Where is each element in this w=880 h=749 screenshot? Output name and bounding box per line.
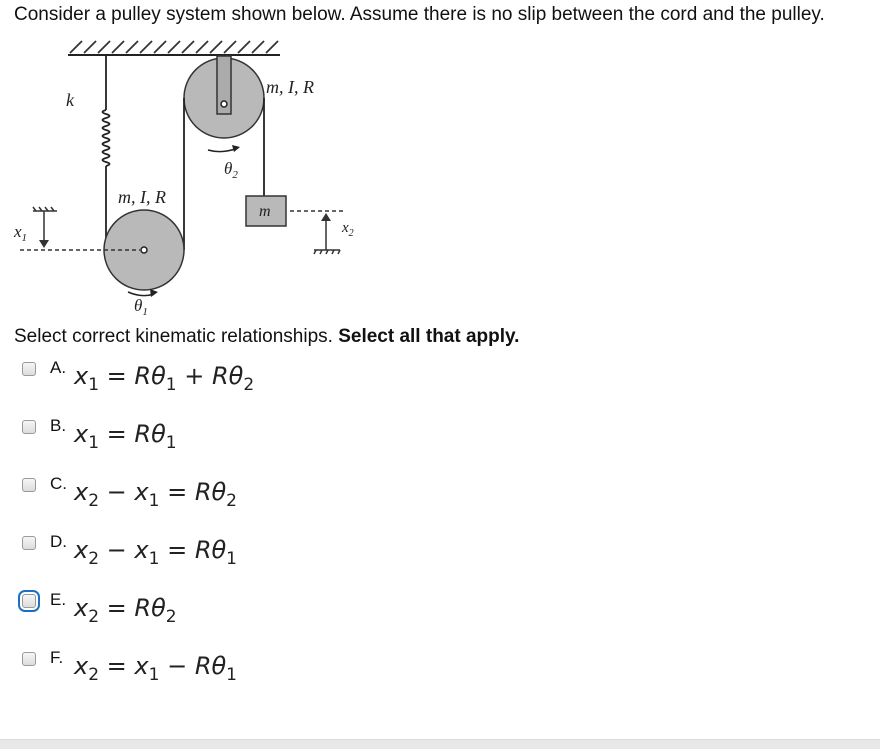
option-f-equation: x2 = x1 − Rθ1 xyxy=(74,652,237,685)
x2-indicator xyxy=(313,213,341,255)
option-f-checkbox[interactable] xyxy=(22,652,36,666)
option-c-letter: C. xyxy=(50,474,67,493)
option-e-checkbox[interactable] xyxy=(18,590,40,612)
theta2-rotation-arrow xyxy=(207,145,240,153)
option-d-equation: x2 − x1 = Rθ1 xyxy=(74,536,237,569)
lower-pulley-label: m, I, R xyxy=(118,187,166,207)
theta1-label: θ1 xyxy=(134,296,148,318)
question-intro: Consider a pulley system shown below. As… xyxy=(14,4,825,25)
option-e-equation: x2 = Rθ2 xyxy=(74,594,177,627)
spring-label: k xyxy=(66,90,75,110)
theta1-rotation-arrow xyxy=(127,289,158,297)
option-b-letter: B. xyxy=(50,416,67,435)
option-f-letter: F. xyxy=(50,648,64,667)
question-prompt: Select correct kinematic relationships. … xyxy=(14,326,519,348)
mass-block xyxy=(245,195,287,227)
option-a-checkbox[interactable] xyxy=(22,362,36,376)
x2-label: x2 xyxy=(341,220,354,239)
option-a-equation: x1 = Rθ1 + Rθ2 xyxy=(74,362,255,395)
option-c-checkbox[interactable] xyxy=(22,478,36,492)
block-label: m xyxy=(259,203,271,220)
x1-label: x1 xyxy=(13,222,27,244)
upper-pulley-label: m, I, R xyxy=(266,77,314,97)
ceiling-hatch xyxy=(68,40,280,56)
theta2-label: θ2 xyxy=(224,159,238,181)
x1-indicator xyxy=(32,206,57,248)
option-b-equation: x1 = Rθ1 xyxy=(74,420,177,453)
cords xyxy=(183,98,265,250)
option-c-equation: x2 − x1 = Rθ2 xyxy=(74,478,237,511)
upper-pulley xyxy=(183,55,265,139)
option-e-letter: E. xyxy=(50,590,67,609)
option-a-letter: A. xyxy=(50,358,67,377)
footer-bar xyxy=(0,739,880,749)
option-b-checkbox[interactable] xyxy=(22,420,36,434)
datum-lines xyxy=(20,210,346,251)
prompt-emphasis: Select all that apply. xyxy=(338,326,520,347)
lower-pulley xyxy=(103,209,185,291)
pulley-diagram: k m, I, R m, I, R m θ2 θ1 x1 x2 xyxy=(13,40,354,318)
prompt-text: Select correct kinematic relationships. xyxy=(14,326,333,347)
option-d-letter: D. xyxy=(50,532,67,551)
spring xyxy=(101,56,111,250)
option-d-checkbox[interactable] xyxy=(22,536,36,550)
